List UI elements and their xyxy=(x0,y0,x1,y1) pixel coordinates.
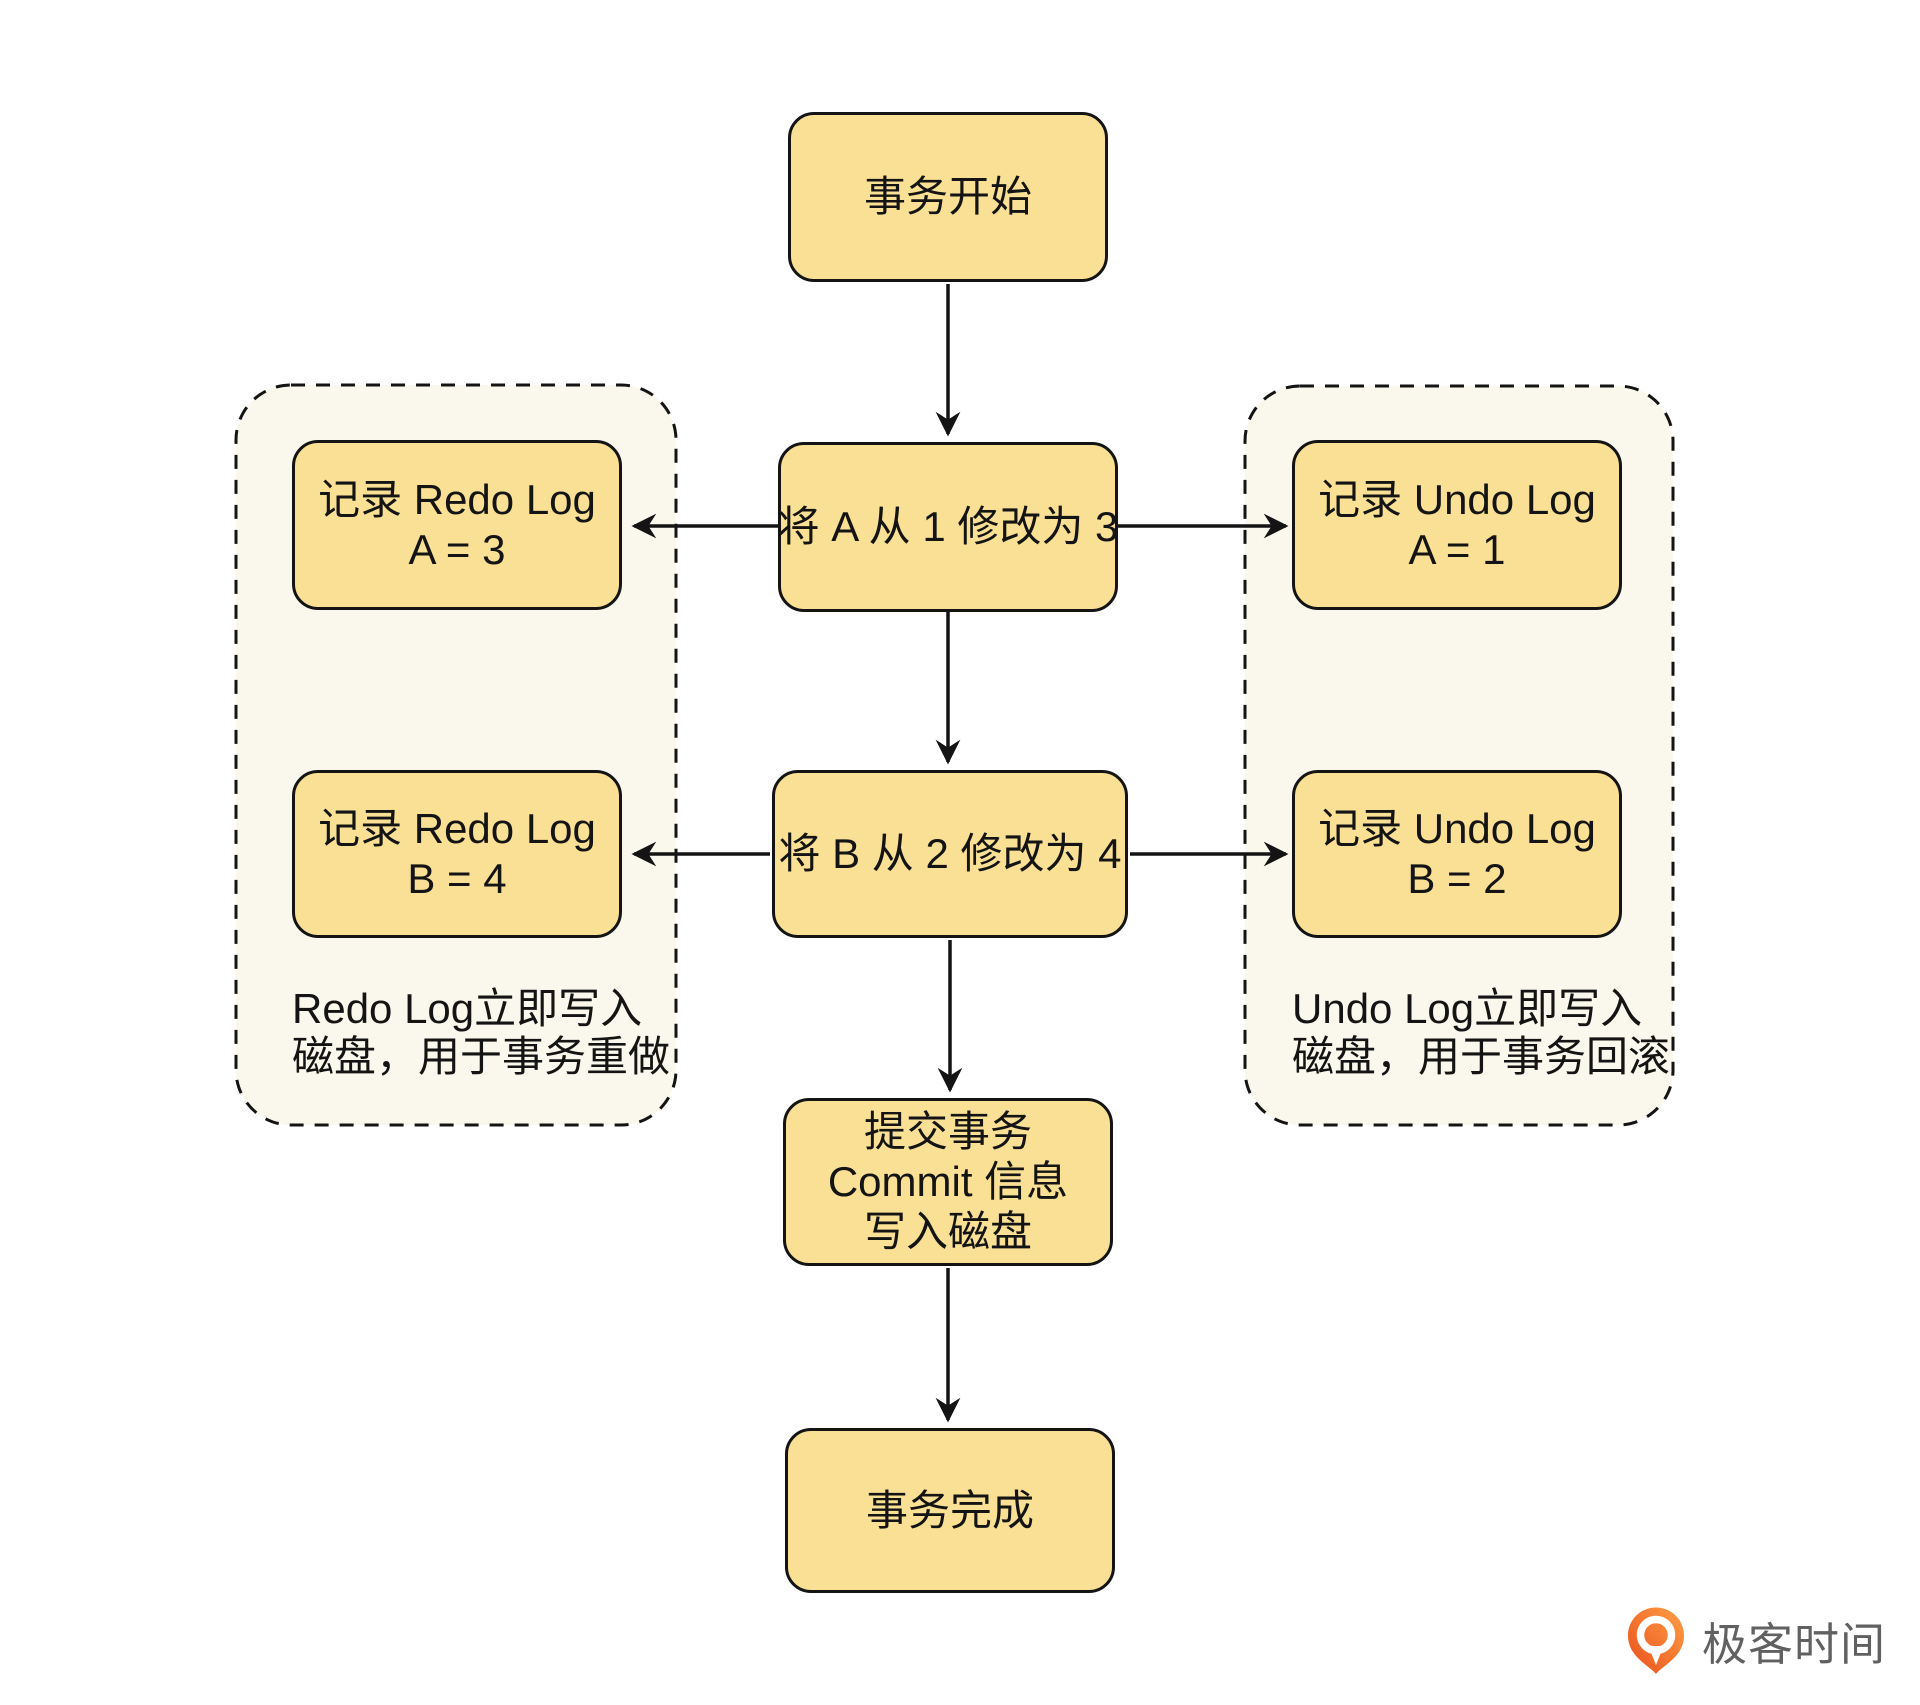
node-commit: 提交事务 Commit 信息 写入磁盘 xyxy=(783,1098,1113,1266)
node-redo-log-a-line2: A = 3 xyxy=(408,526,506,573)
node-redo-log-b-line1: 记录 Redo Log xyxy=(318,805,596,852)
node-undo-log-a-line2: A = 1 xyxy=(1408,526,1506,573)
node-undo-log-a-line1: 记录 Undo Log xyxy=(1318,476,1596,523)
node-transaction-done: 事务完成 xyxy=(785,1428,1115,1593)
node-redo-log-b-line2: B = 4 xyxy=(407,855,507,902)
node-transaction-start: 事务开始 xyxy=(788,112,1108,282)
geektime-logo-icon xyxy=(1628,1607,1684,1674)
node-commit-line3: 写入磁盘 xyxy=(863,1208,1032,1255)
node-undo-log-a: 记录 Undo Log A = 1 xyxy=(1292,440,1622,610)
node-modify-a: 将 A 从 1 修改为 3 xyxy=(778,442,1118,612)
redo-group-note: Redo Log立即写入 磁盘，用于事务重做 xyxy=(292,985,688,1081)
node-modify-a-label: 将 A 从 1 修改为 3 xyxy=(777,503,1119,550)
node-redo-log-a: 记录 Redo Log A = 3 xyxy=(292,440,622,610)
node-transaction-done-label: 事务完成 xyxy=(865,1486,1034,1534)
node-redo-log-b: 记录 Redo Log B = 4 xyxy=(292,770,622,938)
node-undo-log-b-line2: B = 2 xyxy=(1407,855,1507,902)
redo-group-note-line1: Redo Log立即写入 xyxy=(292,985,643,1032)
redo-group-note-line2: 磁盘，用于事务重做 xyxy=(292,1033,671,1080)
node-undo-log-b-line1: 记录 Undo Log xyxy=(1318,805,1596,852)
node-undo-log-b: 记录 Undo Log B = 2 xyxy=(1292,770,1622,938)
geektime-logo: 极客时间 xyxy=(1622,1604,1886,1676)
node-redo-log-a-line1: 记录 Redo Log xyxy=(318,476,596,523)
node-commit-line1: 提交事务 xyxy=(863,1108,1032,1155)
node-modify-b: 将 B 从 2 修改为 4 xyxy=(772,770,1128,938)
geektime-logo-text: 极客时间 xyxy=(1702,1618,1887,1670)
node-commit-line2: Commit 信息 xyxy=(827,1158,1069,1205)
node-transaction-start-label: 事务开始 xyxy=(863,173,1032,220)
undo-group-note-line1: Undo Log立即写入 xyxy=(1292,985,1643,1032)
undo-group-note: Undo Log立即写入 磁盘，用于事务回滚 xyxy=(1292,985,1688,1081)
node-modify-b-label: 将 B 从 2 修改为 4 xyxy=(778,830,1122,877)
undo-group-note-line2: 磁盘，用于事务回滚 xyxy=(1292,1033,1671,1080)
